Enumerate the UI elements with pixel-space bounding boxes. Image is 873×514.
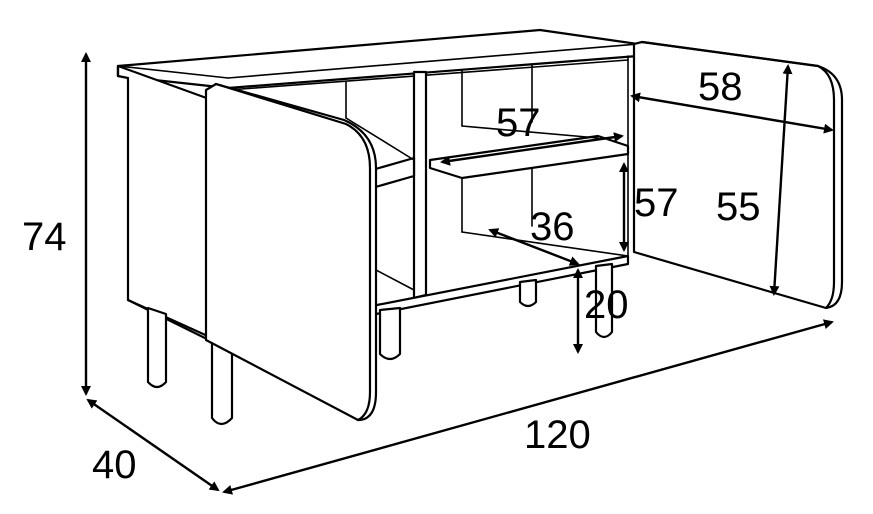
cabinet-body <box>116 28 640 345</box>
depth-dimension <box>86 398 220 492</box>
shelf-depth-label: 36 <box>530 205 575 249</box>
door-height-dimension <box>769 64 793 296</box>
leg-height-label: 20 <box>584 283 629 327</box>
shelf-width-label: 57 <box>496 101 541 145</box>
door-height-label: 55 <box>716 185 761 229</box>
height-label: 74 <box>22 215 67 259</box>
door-width-dimension <box>630 92 834 134</box>
door-width-label: 58 <box>698 65 743 109</box>
width-label: 120 <box>524 413 591 457</box>
depth-label: 40 <box>92 443 137 487</box>
shelf-depth-dimension <box>488 228 580 266</box>
shelf-width-dimension <box>440 132 624 166</box>
shelf-spacing-label: 57 <box>634 181 679 225</box>
width-dimension <box>222 319 834 495</box>
